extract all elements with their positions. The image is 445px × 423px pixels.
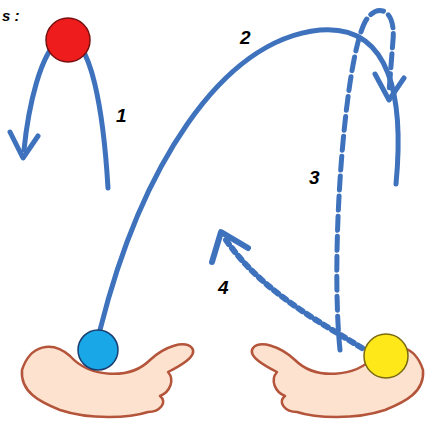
callout-number: 1 — [116, 106, 127, 125]
yellow-ball — [364, 334, 408, 378]
throw-arc-2 — [100, 30, 398, 330]
blue-ball — [78, 330, 118, 370]
arrow-head — [375, 74, 404, 100]
callout-number: 3 — [309, 168, 320, 187]
callout-number: 2 — [240, 28, 251, 47]
arrow-head — [10, 132, 38, 158]
arrow-head — [212, 232, 248, 262]
caption-fragment: s : — [2, 8, 20, 23]
throw-arc-3 — [337, 10, 393, 350]
red-ball — [46, 18, 90, 62]
throw-arc-4 — [226, 240, 362, 348]
callout-number: 4 — [218, 278, 229, 297]
